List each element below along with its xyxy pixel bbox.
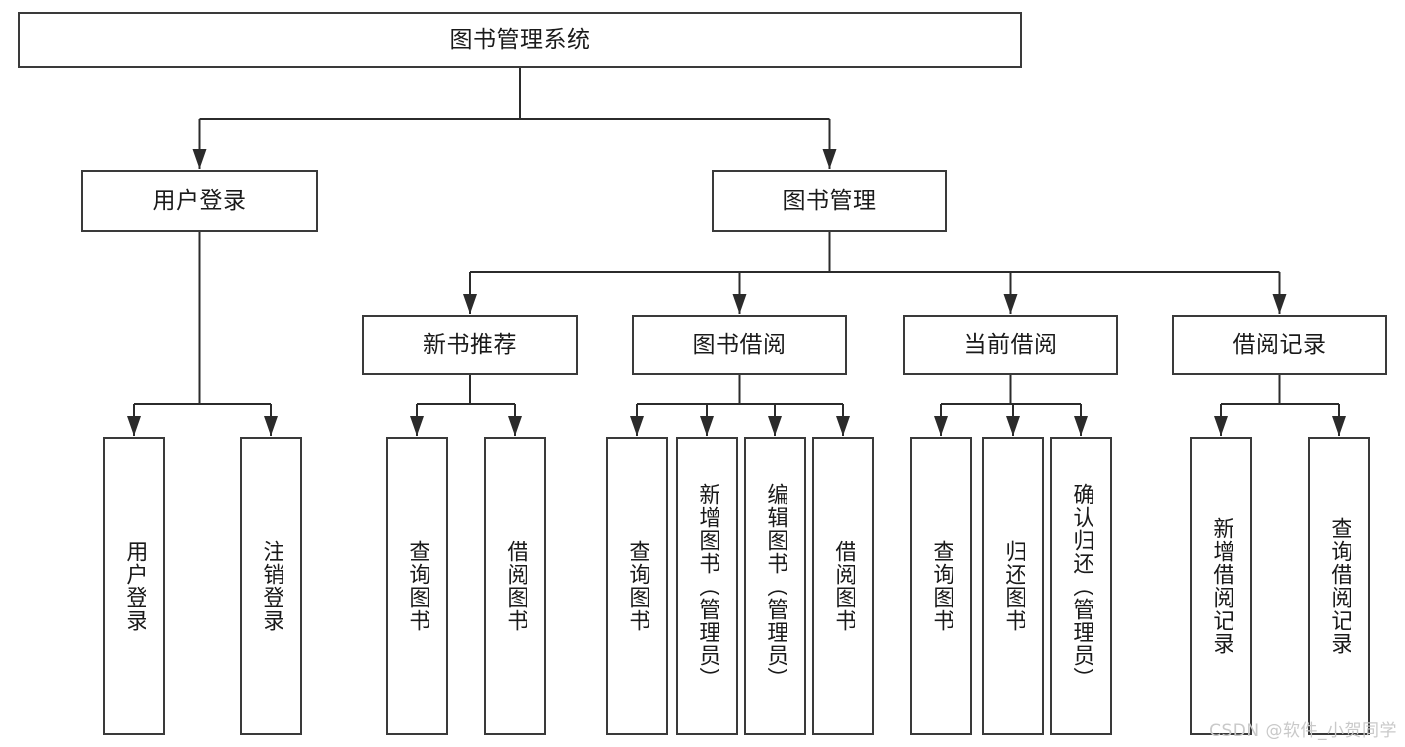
node-label: 新增图书（管理员） (695, 482, 720, 690)
node-level3-new-book-recommend[interactable]: 新书推荐 (362, 315, 578, 375)
node-label: 借阅图书 (831, 540, 856, 632)
node-leaf-add-borrow-record[interactable]: 新增借阅记录 (1190, 437, 1252, 735)
node-label: 借阅图书 (503, 540, 528, 632)
node-level3-current-borrow[interactable]: 当前借阅 (903, 315, 1118, 375)
node-label: 归还图书 (1001, 540, 1026, 632)
node-label: 新书推荐 (423, 331, 517, 358)
watermark: CSDN @软件_小贺同学 (1209, 721, 1397, 741)
node-label: 编辑图书（管理员） (763, 482, 788, 690)
node-leaf-query-book-recommend[interactable]: 查询图书 (386, 437, 448, 735)
node-level3-book-borrow[interactable]: 图书借阅 (632, 315, 847, 375)
node-leaf-edit-book-admin[interactable]: 编辑图书（管理员） (744, 437, 806, 735)
node-leaf-borrow-book[interactable]: 借阅图书 (812, 437, 874, 735)
node-level2-user-login[interactable]: 用户登录 (81, 170, 318, 232)
node-label: 图书借阅 (692, 331, 787, 358)
node-leaf-query-book-borrow[interactable]: 查询图书 (606, 437, 668, 735)
node-leaf-add-book-admin[interactable]: 新增图书（管理员） (676, 437, 738, 735)
node-label: 图书管理 (782, 187, 877, 214)
node-leaf-borrow-book-recommend[interactable]: 借阅图书 (484, 437, 546, 735)
node-leaf-return-book[interactable]: 归还图书 (982, 437, 1044, 735)
node-leaf-query-borrow-record[interactable]: 查询借阅记录 (1308, 437, 1370, 735)
node-level2-book-management[interactable]: 图书管理 (712, 170, 947, 232)
node-label: 用户登录 (152, 187, 247, 214)
node-leaf-logout-login[interactable]: 注销登录 (240, 437, 302, 735)
node-label: 用户登录 (122, 540, 147, 632)
node-label: 查询图书 (405, 540, 430, 632)
node-label: 注销登录 (259, 540, 284, 632)
node-leaf-query-book-current[interactable]: 查询图书 (910, 437, 972, 735)
node-label: 当前借阅 (963, 331, 1058, 358)
node-label: 借阅记录 (1232, 331, 1327, 358)
node-leaf-user-login[interactable]: 用户登录 (103, 437, 165, 735)
node-level3-borrow-record[interactable]: 借阅记录 (1172, 315, 1387, 375)
node-root[interactable]: 图书管理系统 (18, 12, 1022, 68)
node-leaf-confirm-return-admin[interactable]: 确认归还（管理员） (1050, 437, 1112, 735)
node-label: 查询图书 (929, 540, 954, 632)
node-label: 新增借阅记录 (1209, 517, 1234, 655)
node-label: 查询图书 (625, 540, 650, 632)
node-root-label: 图书管理系统 (449, 26, 591, 53)
node-label: 查询借阅记录 (1327, 517, 1352, 655)
node-label: 确认归还（管理员） (1069, 482, 1094, 690)
